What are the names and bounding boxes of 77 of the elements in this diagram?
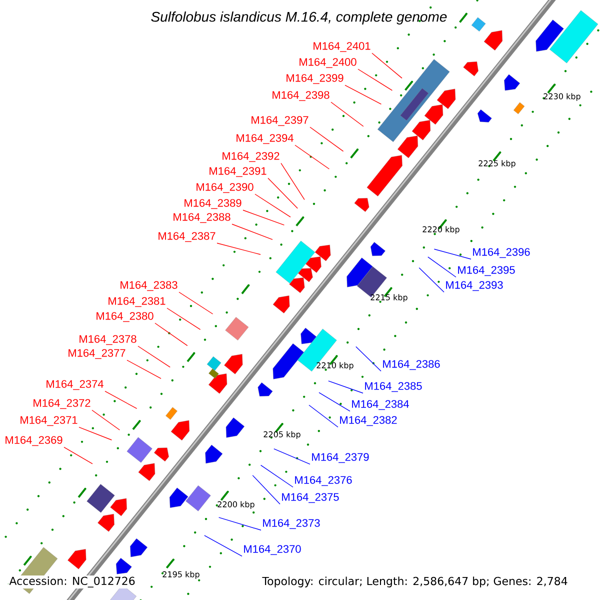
gene-label: M164_2394 xyxy=(236,134,294,144)
leader-line xyxy=(138,346,170,368)
gene-label: M164_2390 xyxy=(196,183,254,193)
gene-label: M164_2384 xyxy=(352,400,409,410)
tick-label: 2220 kbp xyxy=(422,226,460,234)
leader-line xyxy=(318,392,350,412)
leader-line xyxy=(104,390,138,409)
leader-line xyxy=(154,322,188,346)
gene-label: M164_2377 xyxy=(68,349,126,359)
gene-label: M164_2395 xyxy=(458,266,515,276)
leader-line xyxy=(428,256,456,278)
gene-label: M164_2385 xyxy=(365,382,422,392)
leader-line xyxy=(308,404,338,428)
gene-label: M164_2369 xyxy=(6,436,62,446)
title: Sulfolobus islandicus M.16.4, complete genome xyxy=(151,11,447,25)
gene-label: M164_2397 xyxy=(252,116,308,126)
leader-line xyxy=(280,162,305,200)
leader-line xyxy=(274,448,310,464)
gene-label: M164_2398 xyxy=(272,91,330,101)
gene-label: M164_2400 xyxy=(300,58,356,68)
gene-label: M164_2371 xyxy=(20,416,78,426)
leader-line xyxy=(166,308,201,330)
gene-label: M164_2375 xyxy=(282,493,339,503)
leader-line xyxy=(216,242,261,255)
gene-label: M164_2373 xyxy=(263,519,320,529)
gene-label: M164_2386 xyxy=(383,360,440,370)
gene-label: M164_2393 xyxy=(446,281,503,291)
genome-info-text: Topology: circular; Length: 2,586,647 bp; Genes: 2,784 xyxy=(261,576,569,588)
gene-label: M164_2399 xyxy=(286,74,344,84)
gene-label: M164_2374 xyxy=(46,380,104,390)
gene-label: M164_2388 xyxy=(174,213,230,223)
gene-label: M164_2380 xyxy=(96,312,154,322)
tick-label: 2230 kbp xyxy=(544,93,580,101)
leader-line xyxy=(218,517,262,530)
leader-line xyxy=(232,224,273,240)
leader-line xyxy=(418,267,444,292)
leader-line xyxy=(64,446,93,464)
tick-label: 2205 kbp xyxy=(264,431,300,439)
leader-line xyxy=(178,292,214,314)
gene-label: M164_2381 xyxy=(108,297,166,307)
leader-line xyxy=(356,346,382,372)
gene-label: M164_2383 xyxy=(120,281,178,291)
leader-line xyxy=(294,144,330,170)
leader-line xyxy=(330,102,364,127)
gene-label: M164_2396 xyxy=(473,248,530,258)
leader-line xyxy=(328,380,364,394)
gene-label: M164_2378 xyxy=(80,335,136,345)
tick-label: 2210 kbp xyxy=(316,362,354,370)
leader-line xyxy=(126,360,162,379)
leader-line xyxy=(310,126,344,152)
tick-label: 2200 kbp xyxy=(218,501,254,509)
gene-label: M164_2376 xyxy=(295,476,352,486)
gene-label: M164_2372 xyxy=(34,399,90,409)
leader-line xyxy=(268,178,298,209)
leader-line xyxy=(358,68,393,91)
tick-label: 2225 kbp xyxy=(478,160,516,168)
leader-line xyxy=(434,248,472,260)
gene-label: M164_2389 xyxy=(184,199,242,209)
leader-line xyxy=(252,474,280,504)
leader-line xyxy=(242,210,285,226)
tick-label: 2195 kbp xyxy=(162,571,200,579)
leader-line xyxy=(372,52,402,79)
gene-label: M164_2387 xyxy=(158,232,216,242)
gene-label: M164_2391 xyxy=(210,167,266,177)
leader-line xyxy=(204,535,242,556)
leader-line xyxy=(260,464,294,488)
leader-line xyxy=(92,410,120,430)
gene-label: M164_2401 xyxy=(314,42,370,52)
gene-label: M164_2370 xyxy=(244,545,301,555)
accession-text: Accession: NC_012726 xyxy=(8,576,136,588)
leader-line xyxy=(254,194,291,218)
leader-line xyxy=(78,426,112,440)
leader-line xyxy=(344,84,382,105)
gene-label: M164_2379 xyxy=(312,453,369,463)
gene-label: M164_2392 xyxy=(222,152,280,162)
tick-label: 2215 kbp xyxy=(370,294,408,302)
gene-label: M164_2382 xyxy=(340,416,397,426)
